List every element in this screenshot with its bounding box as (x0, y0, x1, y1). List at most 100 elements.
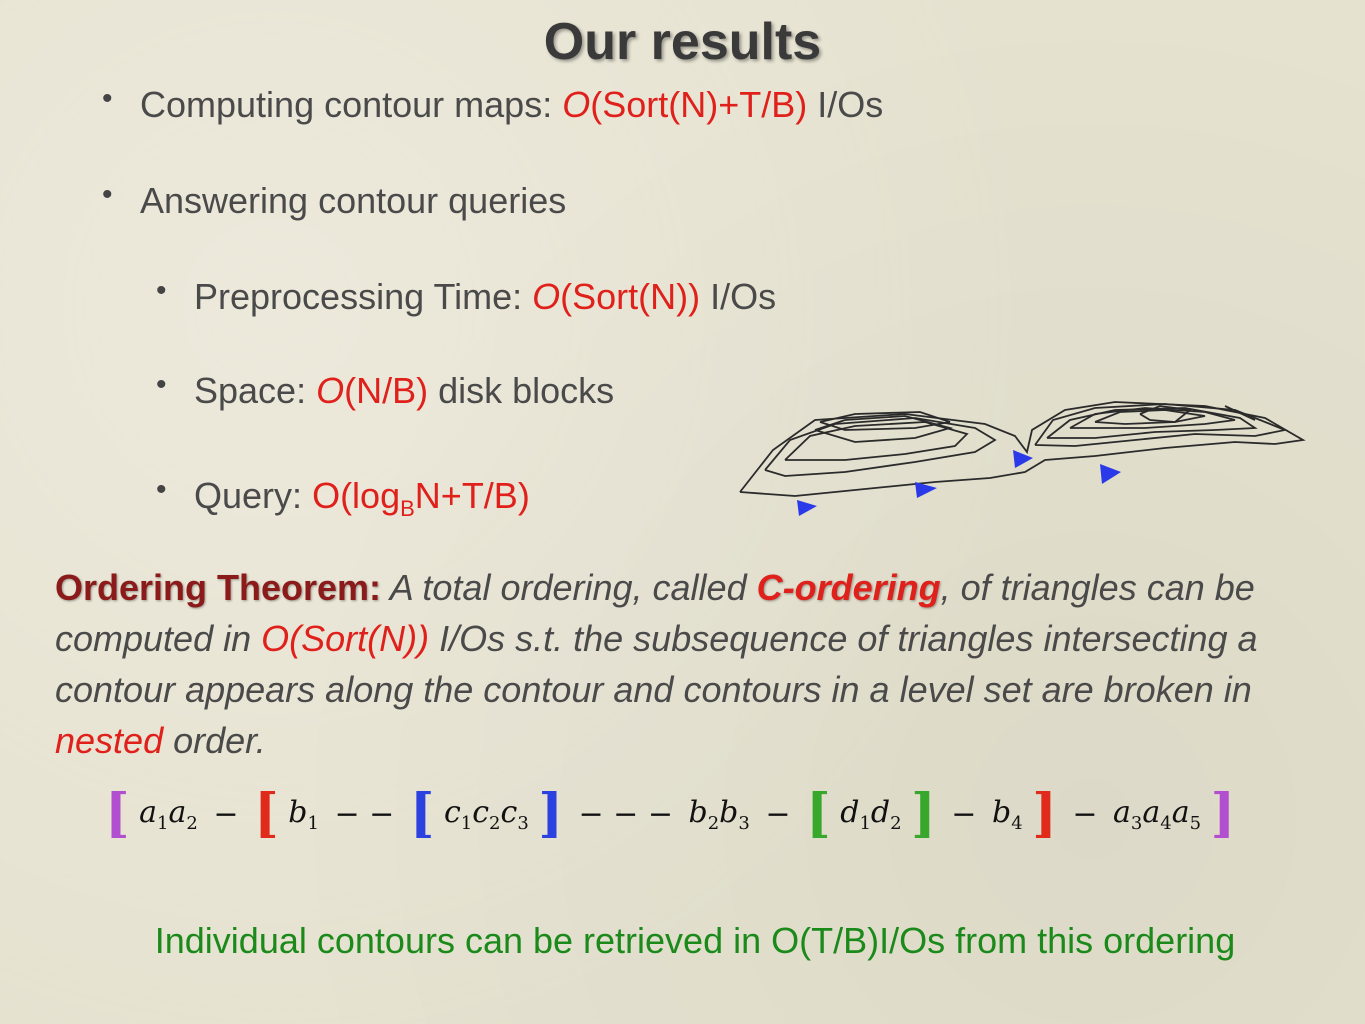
index: 4 (1160, 812, 1172, 834)
letter: d (870, 794, 891, 830)
contour-direction-arrows (797, 450, 1121, 516)
letter: c (443, 794, 461, 830)
symbol-c3: c3 (501, 795, 529, 834)
bullet-text: Query (194, 475, 293, 516)
letter: b (991, 794, 1012, 830)
bracket-open-c: [ (409, 783, 435, 844)
symbol-a1: a1 (139, 795, 168, 834)
symbol-a5: a5 (1172, 795, 1201, 834)
contour-line-left-1 (764, 417, 997, 477)
slide-title: Our results (543, 13, 822, 71)
bullet-dot: • (156, 473, 167, 506)
theorem-label: Ordering Theorem: (55, 567, 382, 608)
index: 2 (186, 812, 198, 834)
index: 3 (517, 812, 529, 834)
symbol-d1: d1 (840, 795, 871, 834)
symbol-b2: b2 (689, 795, 720, 834)
theorem-text: , of triangles can be computed in (55, 567, 1255, 659)
complexity-prefix: O(log (302, 475, 401, 516)
letter: a (139, 794, 158, 830)
bullet-query: • Query: O(logBN+T/B) (156, 473, 530, 522)
theorem-complexity: O(Sort(N)) (261, 618, 430, 659)
index: 3 (1130, 812, 1143, 834)
letter: b (719, 794, 739, 830)
index: 3 (738, 812, 750, 834)
symbol-a3: a3 (1113, 795, 1142, 834)
contour-line-right-3 (1069, 407, 1236, 429)
nested-term: nested (55, 720, 164, 761)
unit: disk blocks (428, 370, 615, 411)
bullet-text: Answering contour queries (140, 180, 567, 221)
theorem-text: A total ordering, called (381, 567, 757, 608)
bullet-dot: • (156, 368, 167, 401)
big-o: O (562, 84, 591, 125)
bracket-open-a: [ (105, 783, 130, 844)
index: 2 (707, 812, 720, 834)
contour-line-right-6 (1224, 405, 1256, 421)
bracket-open-b: [ (254, 783, 279, 844)
index: 1 (307, 812, 319, 834)
complexity-suffix: N+T/B) (414, 475, 530, 516)
bullet-contour-maps: •Computing contour maps: O(Sort(N)+T/B) … (102, 82, 884, 126)
index: 1 (157, 812, 169, 834)
symbol-b1: b1 (288, 795, 319, 834)
dash: − − − (578, 796, 673, 832)
big-o: O (532, 276, 561, 317)
letter: b (288, 794, 308, 830)
contour-line-right-5 (1139, 405, 1193, 423)
bullet-dot: • (156, 274, 167, 307)
symbol-b3: b3 (719, 795, 750, 834)
symbol-c2: c2 (472, 795, 500, 834)
letter: c (472, 794, 490, 830)
bracket-close-c: ] (538, 783, 563, 844)
letter: a (1171, 794, 1190, 830)
index: 1 (859, 812, 871, 834)
bracket-close-a: ] (1210, 783, 1236, 844)
index: 4 (1011, 812, 1023, 834)
symbol-a4: a4 (1142, 795, 1171, 834)
letter: a (1113, 794, 1131, 830)
arrow-marker (1013, 450, 1033, 468)
arrow-marker (1100, 464, 1121, 484)
index: 2 (890, 812, 902, 834)
theorem-text: order. (163, 720, 266, 761)
index: 5 (1189, 812, 1202, 834)
letter: a (168, 794, 187, 830)
letter: c (500, 794, 518, 830)
dash: − (765, 796, 791, 832)
bullet-dot: • (102, 178, 113, 211)
letter: b (688, 794, 708, 830)
letter: a (1142, 794, 1161, 830)
bracket-open-d: [ (806, 783, 831, 844)
bullet-text: Space: (194, 370, 317, 411)
letter: d (840, 794, 860, 830)
complexity: (Sort(N)) (560, 276, 701, 317)
ordering-theorem: Ordering Theorem: A total ordering, call… (55, 562, 1325, 766)
log-base: B (400, 496, 415, 522)
contour-line-right-4 (1094, 409, 1206, 425)
dash: − (213, 796, 239, 832)
symbol-a2: a2 (169, 795, 198, 834)
big-o: O (316, 370, 345, 411)
arrow-marker (797, 500, 817, 516)
bullet-dot: • (102, 82, 113, 115)
contour-map-illustration (739, 401, 1306, 516)
bracket-close-b: ] (1032, 783, 1057, 844)
bracket-close-d: ] (911, 783, 936, 844)
c-ordering-sequence: [ a1a2 − [ b1 − − [ c1c2c3 ] − − − b2b3 … (105, 788, 1235, 848)
footer-note: Individual contours can be retrieved in … (154, 920, 1236, 961)
index: 2 (489, 812, 501, 834)
contour-line-right-1 (1034, 403, 1289, 447)
bullet-text: Preprocessing Time: (194, 276, 533, 317)
dash: − (1072, 796, 1098, 832)
query-complexity: O(logBN+T/B) (302, 475, 530, 521)
colon: : (292, 475, 303, 516)
c-ordering-term: C-ordering (756, 567, 941, 608)
unit: I/Os (807, 84, 884, 125)
symbol-d2: d2 (871, 795, 902, 834)
complexity: (Sort(N)+T/B) (590, 84, 808, 125)
symbol-c1: c1 (444, 795, 472, 834)
complexity: (N/B) (344, 370, 429, 411)
bullet-text: Computing contour maps: (140, 84, 563, 125)
symbol-b4: b4 (992, 795, 1023, 834)
